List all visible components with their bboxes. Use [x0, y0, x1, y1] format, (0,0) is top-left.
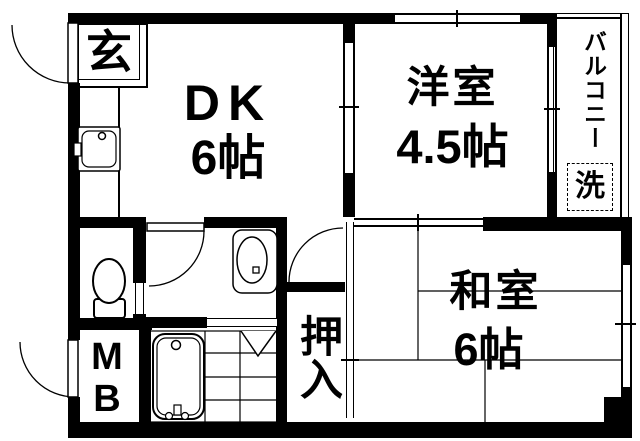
wall-dk-western-upper	[343, 13, 355, 43]
wall-mb-bath-divider	[139, 330, 151, 422]
japanese-room-name: 和室	[449, 267, 542, 316]
meter-box-door-icon	[19, 339, 79, 398]
balcony-label: バルコニー	[580, 30, 607, 150]
balcony-outline	[553, 13, 629, 218]
tick-wr-window	[544, 108, 560, 110]
dk-room-name: DK	[183, 75, 273, 131]
wall-toilet-bottom	[68, 318, 152, 330]
laundry-label: 洗	[575, 170, 605, 203]
wall-closet-top	[276, 282, 345, 292]
wall-left-upper	[68, 13, 80, 23]
tick-closet-partition	[341, 359, 359, 361]
closet-label: 押入	[293, 314, 342, 400]
meter-box-line1: M	[91, 336, 123, 378]
wall-left-lower	[68, 397, 80, 424]
toilet-icon	[92, 258, 126, 319]
bath-door-opening	[207, 318, 277, 327]
wall-dk-bottom-mid	[204, 217, 286, 228]
tick-jr-window	[615, 323, 636, 325]
bath-folding-door-icon	[240, 330, 277, 358]
dk-room-size: 6帖	[190, 132, 266, 185]
hall-door-icon	[288, 227, 344, 283]
wall-dk-bottom-left	[68, 217, 146, 228]
tick-dk-slider	[339, 106, 359, 108]
western-room-size: 4.5帖	[396, 119, 509, 173]
balcony-inner-line-v	[620, 13, 622, 218]
kitchen-sink-icon	[73, 126, 121, 172]
entrance-door-icon	[11, 22, 79, 84]
wall-right-lower	[621, 387, 632, 424]
wall-bath-top	[146, 317, 207, 328]
wall-washroom-right	[276, 217, 287, 422]
wall-toilet-divider-upper	[133, 217, 146, 283]
wall-top-left	[68, 13, 395, 24]
dk-western-sliding-door	[343, 43, 355, 173]
tatami-lines	[355, 231, 621, 422]
meter-box-line2: B	[93, 378, 121, 420]
toilet-room-door	[135, 283, 144, 316]
wall-top-right	[520, 13, 557, 24]
laundry-box	[567, 163, 613, 211]
wall-right-upper	[621, 228, 632, 265]
entrance-label: 玄	[86, 26, 132, 78]
wall-bottom	[68, 422, 632, 438]
western-room-name: 洋室	[406, 63, 499, 112]
entrance-box-inner	[77, 23, 140, 80]
wall-dk-western-lower	[343, 173, 355, 217]
meter-box-label: M B	[83, 336, 131, 420]
washroom-door-icon	[146, 222, 205, 287]
balcony-inner-line-h	[553, 17, 621, 19]
japanese-room-size: 6帖	[453, 323, 524, 375]
tick-jr-slider	[417, 214, 419, 231]
wall-balcony-lower	[547, 172, 557, 218]
closet-partition	[346, 222, 354, 418]
wall-japanese-room-top	[483, 217, 632, 231]
japanese-room-window	[621, 265, 632, 387]
bathtub-icon	[152, 333, 205, 421]
tick-top-window	[456, 10, 458, 27]
wall-balcony-upper	[547, 23, 557, 47]
washbasin-icon	[232, 229, 278, 294]
